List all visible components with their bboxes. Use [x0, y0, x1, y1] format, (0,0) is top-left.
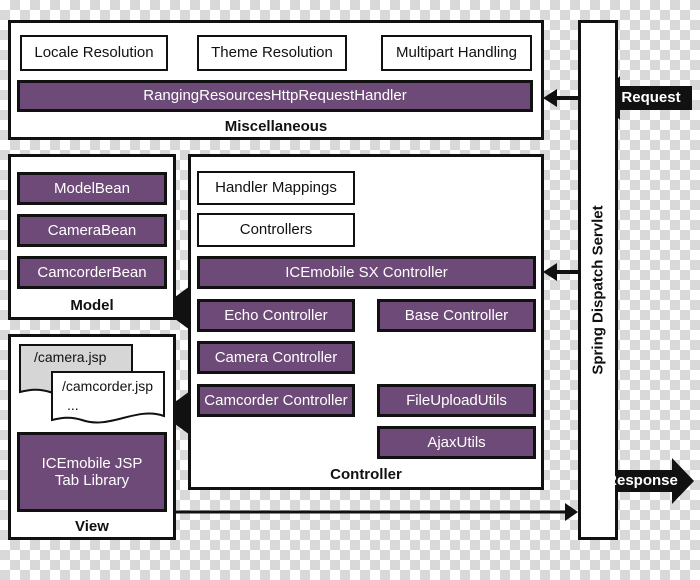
controller-title: Controller	[330, 466, 402, 483]
sx-controller-box: ICEmobile SX Controller	[197, 256, 536, 289]
camcorder-jsp-label: /camcorder.jsp	[62, 378, 154, 394]
model-title: Model	[70, 297, 114, 314]
camera-bean-box: CameraBean	[17, 214, 167, 247]
controllers-box: Controllers	[197, 213, 355, 247]
more-files-label: ...	[67, 397, 79, 413]
handler-mappings-box: Handler Mappings	[197, 171, 355, 205]
request-arrow	[598, 76, 692, 120]
echo-controller-box: Echo Controller	[197, 299, 355, 332]
camcorder-bean-box: CamcorderBean	[17, 256, 167, 289]
servlet-to-controller-arrowhead	[543, 263, 557, 281]
view-title: View	[75, 518, 109, 535]
request-label: Request	[621, 89, 681, 106]
file-upload-utils-box: FileUploadUtils	[377, 384, 536, 417]
response-arrow	[598, 458, 694, 504]
ajax-utils-box: AjaxUtils	[377, 426, 536, 459]
dispatch-servlet-label: Spring Dispatch Servlet	[589, 205, 607, 375]
multipart-handling-box: Multipart Handling	[381, 35, 532, 71]
miscellaneous-title: Miscellaneous	[224, 118, 328, 135]
dispatch-servlet-box	[578, 20, 618, 540]
view-to-servlet-arrowhead	[565, 503, 578, 521]
response-label: Response	[606, 472, 678, 489]
locale-resolution-box: Locale Resolution	[20, 35, 168, 71]
base-controller-box: Base Controller	[377, 299, 536, 332]
camcorder-jsp-document-shape	[51, 371, 165, 424]
request-handler-box: RangingResourcesHttpRequestHandler	[17, 80, 533, 112]
theme-resolution-box: Theme Resolution	[197, 35, 347, 71]
camera-controller-box: Camera Controller	[197, 341, 355, 374]
camcorder-controller-box: Camcorder Controller	[197, 384, 355, 417]
camera-jsp-label: /camera.jsp	[34, 349, 107, 365]
model-bean-box: ModelBean	[17, 172, 167, 205]
servlet-to-handler-arrowhead	[543, 89, 557, 107]
jsp-tab-library-box: ICEmobile JSP Tab Library	[17, 432, 167, 512]
